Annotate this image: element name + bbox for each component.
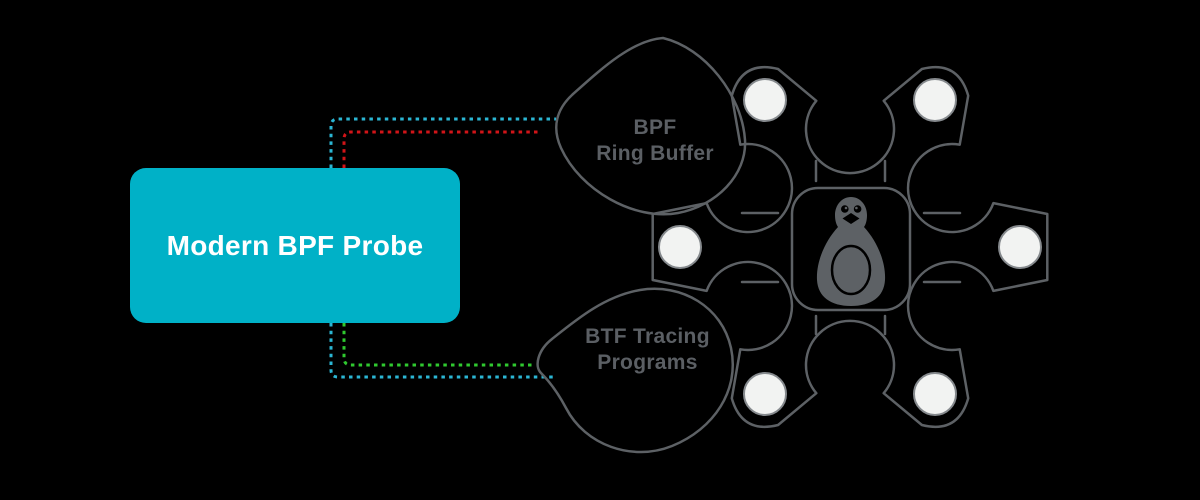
tracing-programs-label-line1: BTF Tracing — [585, 325, 710, 348]
probe-box-label: Modern BPF Probe — [166, 229, 424, 261]
kernel-chip-frame — [790, 186, 912, 312]
gear-hole-bottom-left — [743, 372, 787, 416]
tracing-programs-label: BTF Tracing Programs — [560, 324, 735, 376]
gear-hole-bottom-right — [913, 372, 957, 416]
gear-hole-right — [998, 225, 1042, 269]
tux-penguin-icon — [808, 197, 894, 307]
ring-buffer-label: BPF Ring Buffer — [575, 115, 735, 167]
connector-bottom-cyan — [329, 323, 556, 379]
gear-hole-top-right — [913, 78, 957, 122]
ring-buffer-label-line1: BPF — [633, 116, 677, 139]
gear-hole-top-left — [743, 78, 787, 122]
modern-bpf-probe-node: Modern BPF Probe — [130, 168, 460, 323]
connector-top-cyan — [329, 117, 556, 168]
gear-hole-left — [658, 225, 702, 269]
ring-buffer-label-line2: Ring Buffer — [596, 142, 714, 165]
tracing-programs-blob — [536, 287, 734, 454]
ring-buffer-blob — [555, 36, 747, 216]
tracing-programs-label-line2: Programs — [597, 351, 698, 374]
kernel-gear-outline — [651, 65, 1049, 429]
connector-bottom-green — [342, 323, 535, 367]
connector-top-red — [342, 130, 538, 168]
